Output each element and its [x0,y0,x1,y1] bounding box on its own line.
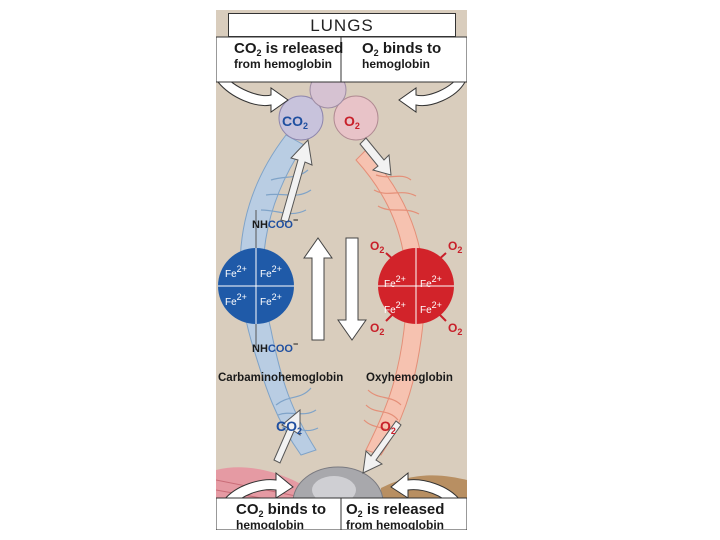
note-o2-released: O2 is released from hemoglobin [346,501,445,530]
label-carbaminohemoglobin: Carbaminohemoglobin [218,372,344,384]
reversible-arrows [303,237,367,341]
arrow-bottom-left [273,408,301,464]
hemoglobin-gas-exchange-diagram: LUNGS CO2 is released from hemoglobin O2… [216,10,467,530]
iron-label-red-bl: Fe2+ [384,300,406,316]
co2-label-lungs: CO2 [282,113,309,131]
iron-label-red-tl: Fe2+ [384,274,406,290]
label-oxyhemoglobin: Oxyhemoglobin [366,372,453,384]
iron-label-blue-bl: Fe2+ [225,292,247,308]
note-o2-binds: O2 binds to hemoglobin [362,40,442,72]
o2-label-lungs: O2 [344,113,360,131]
carbaminohemoglobin-molecule [218,210,294,350]
iron-label-blue-br: Fe2+ [260,292,282,308]
oxyhemoglobin-molecule [378,248,454,324]
arrow-up-center [303,237,333,341]
arrow-down-right [359,137,392,176]
o2-bound-bl: O2 [370,321,385,337]
arrow-co2-released [217,70,289,113]
co2-label-tissue: CO2 [276,418,303,436]
note-co2-released: CO2 is released from hemoglobin [234,40,344,72]
iron-label-blue-tl: Fe2+ [225,264,247,280]
arrow-down-center [337,237,367,341]
note-co2-binds: CO2 binds to hemoglobin [236,501,327,530]
o2-label-tissue: O2 [380,418,396,436]
diagram-artwork [216,36,467,530]
lungs-title: LUNGS [228,13,456,37]
arrow-bottom-right [362,420,402,474]
carbamino-group-bottom: NHCOO− [252,339,299,355]
arrow-up-left [280,138,313,223]
note-arrows [217,70,466,509]
carbamino-group-top: NHCOO− [252,215,299,231]
iron-label-blue-tr: Fe2+ [260,264,282,280]
arrow-o2-binds [398,70,466,113]
iron-label-red-br: Fe2+ [420,300,442,316]
o2-bound-tr: O2 [448,239,463,255]
gray-arrows [273,137,402,474]
iron-label-red-tr: Fe2+ [420,274,442,290]
o2-bound-br: O2 [448,321,463,337]
o2-bound-tl: O2 [370,239,385,255]
